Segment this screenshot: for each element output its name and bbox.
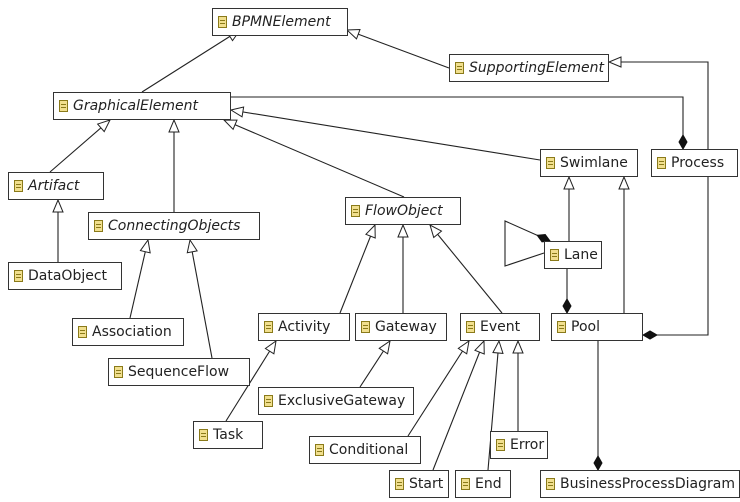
generalization-edge-exclusive_gateway-gateway	[359, 341, 390, 388]
generalization-edge-conditional-event	[407, 341, 469, 437]
class-icon	[114, 366, 123, 378]
generalization-edge-process-supporting_element	[609, 62, 709, 149]
class-name: ExclusiveGateway	[278, 393, 406, 409]
class-box-process[interactable]: Process	[651, 149, 738, 177]
composition-edge-process-graphical_element	[231, 96, 688, 151]
composition-edge-pool-process	[641, 177, 709, 340]
class-icon	[546, 157, 555, 169]
generalization-edge-swimlane-graphical_element	[231, 110, 541, 161]
class-box-graphical-element[interactable]: GraphicalElement	[53, 92, 231, 120]
class-icon	[14, 180, 23, 192]
class-icon	[199, 429, 208, 441]
class-box-association[interactable]: Association	[72, 318, 184, 346]
class-icon	[496, 439, 505, 451]
class-icon	[557, 321, 566, 333]
class-name: End	[475, 476, 502, 492]
generalization-edge-flow_object-graphical_element	[224, 120, 405, 198]
class-box-bpmn-element[interactable]: BPMNElement	[212, 8, 348, 36]
class-name: ConnectingObjects	[108, 218, 241, 234]
class-box-pool[interactable]: Pool	[551, 313, 643, 341]
class-name: Gateway	[375, 319, 437, 335]
class-box-connecting-objects[interactable]: ConnectingObjects	[88, 212, 260, 240]
class-box-start[interactable]: Start	[389, 470, 449, 498]
class-name: BusinessProcessDiagram	[560, 476, 735, 492]
generalization-edge-start-event	[432, 341, 484, 471]
class-icon	[361, 321, 370, 333]
class-name: Activity	[278, 319, 331, 335]
generalization-edge-graphical_element-bpmn_element	[141, 30, 240, 93]
class-icon	[78, 326, 87, 338]
class-box-exclusive-gateway[interactable]: ExclusiveGateway	[258, 387, 414, 415]
class-box-supporting-element[interactable]: SupportingElement	[449, 54, 609, 82]
class-icon	[461, 478, 470, 490]
class-name: SupportingElement	[469, 60, 604, 76]
class-name: Event	[480, 319, 521, 335]
class-box-activity[interactable]: Activity	[258, 313, 350, 341]
class-box-sequence-flow[interactable]: SequenceFlow	[108, 358, 250, 386]
class-name: SequenceFlow	[128, 364, 230, 380]
composition-edge-lane-lane	[504, 220, 551, 267]
class-box-gateway[interactable]: Gateway	[355, 313, 447, 341]
class-box-flow-object[interactable]: FlowObject	[345, 197, 461, 225]
class-name: FlowObject	[365, 203, 443, 219]
class-box-data-object[interactable]: DataObject	[8, 262, 122, 290]
class-name: Task	[213, 427, 244, 443]
class-name: Start	[409, 476, 444, 492]
class-name: GraphicalElement	[73, 98, 198, 114]
class-box-artifact[interactable]: Artifact	[8, 172, 104, 200]
class-name: Association	[92, 324, 172, 340]
generalization-edge-artifact-graphical_element	[49, 120, 110, 173]
class-box-swimlane[interactable]: Swimlane	[540, 149, 638, 177]
class-name: Artifact	[28, 178, 80, 194]
class-icon	[351, 205, 360, 217]
class-box-error[interactable]: Error	[490, 431, 548, 459]
class-name: BPMNElement	[232, 14, 331, 30]
class-box-conditional[interactable]: Conditional	[309, 436, 421, 464]
class-box-business-process-diagram[interactable]: BusinessProcessDiagram	[540, 470, 740, 498]
class-box-task[interactable]: Task	[193, 421, 263, 449]
generalization-edge-task-activity	[225, 341, 276, 422]
generalization-edge-supporting_element-bpmn_element	[347, 30, 450, 69]
class-icon	[395, 478, 404, 490]
class-icon	[455, 62, 464, 74]
generalization-edge-end-event	[487, 341, 499, 471]
class-box-event[interactable]: Event	[460, 313, 540, 341]
class-icon	[59, 100, 68, 112]
class-box-end[interactable]: End	[455, 470, 511, 498]
generalization-edge-association-connecting_objects	[129, 240, 148, 319]
class-name: Lane	[564, 247, 598, 263]
class-name: Pool	[571, 319, 600, 335]
generalization-edge-event-flow_object	[430, 225, 503, 314]
class-icon	[218, 16, 227, 28]
class-box-lane[interactable]: Lane	[544, 241, 602, 269]
generalization-edge-activity-flow_object	[339, 225, 375, 314]
class-icon	[657, 157, 666, 169]
class-icon	[550, 249, 559, 261]
generalization-edge-sequence_flow-connecting_objects	[190, 240, 213, 359]
class-icon	[264, 321, 273, 333]
class-icon	[315, 444, 324, 456]
class-name: Error	[510, 437, 545, 453]
class-icon	[466, 321, 475, 333]
class-name: Process	[671, 155, 725, 171]
class-name: DataObject	[28, 268, 108, 284]
class-icon	[14, 270, 23, 282]
class-icon	[546, 478, 555, 490]
class-name: Conditional	[329, 442, 409, 458]
class-icon	[94, 220, 103, 232]
class-name: Swimlane	[560, 155, 628, 171]
class-icon	[264, 395, 273, 407]
